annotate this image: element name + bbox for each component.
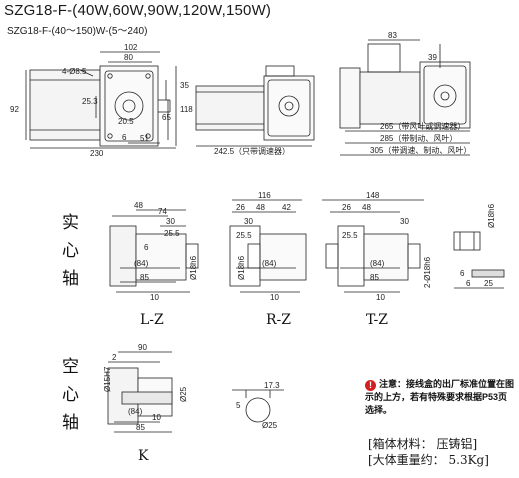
key-dim-6b: 6	[466, 279, 471, 288]
hollow-label-3: 轴	[62, 413, 79, 433]
rz-dim-42: 42	[282, 203, 291, 212]
tz-dim-84: (84)	[370, 259, 385, 268]
key-detail	[453, 231, 505, 289]
k-view	[107, 351, 173, 433]
tz-dim-48: 48	[362, 203, 371, 212]
hollow-label-1: 空	[62, 357, 79, 377]
lz-dim-84: (84)	[134, 259, 149, 268]
lz-view	[109, 209, 199, 293]
key-dim-18h6: Ø18h6	[487, 203, 496, 228]
dim-230: 230	[90, 149, 104, 158]
tz-dim-26: 26	[342, 203, 351, 212]
k-dim-90: 90	[138, 343, 147, 352]
dim-35: 35	[180, 81, 189, 90]
dim-305: 305（带调速、制动、风叶）	[370, 145, 471, 155]
tz-dim-18h6: 2-Ø18h6	[423, 256, 432, 288]
dim-242-5: 242.5（只带调速器）	[214, 147, 290, 156]
notice-box: !注意：接线盒的出厂标准位置在图示的上方，若有特殊要求根据P53页选择。	[365, 378, 515, 417]
rz-dim-48: 48	[256, 203, 265, 212]
lz-dim-85: 85	[140, 273, 149, 282]
k-hole-detail	[232, 389, 284, 423]
solid-label-1: 实	[62, 213, 79, 233]
rz-label: R-Z	[266, 312, 291, 328]
k-dim-10: 10	[152, 413, 161, 422]
dim-6: 6	[122, 133, 127, 142]
material-spec: [箱体材料： 压铸铝]	[368, 437, 478, 451]
tz-dim-85: 85	[370, 273, 379, 282]
lz-dim-48: 48	[134, 201, 143, 210]
dim-65: 65	[162, 113, 171, 122]
k-dim-15h7: Ø15H7	[103, 366, 112, 392]
motor-body	[29, 69, 101, 141]
dim-51: 51	[140, 134, 149, 143]
page-subtitle: SZG18-F-(40～150)W-(5～240)	[7, 26, 148, 37]
dim-102: 102	[124, 43, 138, 52]
weight-spec: [大体重量约： 5.3Kg]	[368, 453, 489, 467]
tz-view	[322, 199, 424, 293]
k-dim-17-3: 17.3	[264, 381, 280, 390]
top-left-motor-view	[25, 51, 177, 149]
dimension-labels: 102 80 4-Ø8.5 92 35 118 25.3 65 20.5 6 5…	[10, 31, 496, 432]
dim-39: 39	[428, 53, 437, 62]
k-label: K	[138, 448, 149, 464]
page-title: SZG18-F-(40W,60W,90W,120W,150W)	[4, 2, 272, 19]
rz-dim-26: 26	[236, 203, 245, 212]
lz-label: L-Z	[140, 312, 164, 328]
rz-dim-10: 10	[270, 293, 279, 302]
lz-dim-10: 10	[150, 293, 159, 302]
dim-285: 285（带制动、风叶）	[380, 133, 457, 143]
k-dim-25: Ø25	[179, 386, 188, 402]
dim-118: 118	[180, 105, 193, 114]
k-dim-85: 85	[136, 423, 145, 432]
tz-label: T-Z	[366, 312, 388, 328]
gearbox-flange	[99, 65, 159, 147]
lz-dim-6: 6	[144, 243, 149, 252]
top-middle-motor-view	[195, 65, 315, 147]
dim-20-5: 20.5	[118, 117, 134, 126]
dim-25-3: 25.3	[82, 97, 98, 106]
tz-dim-10: 10	[376, 293, 385, 302]
dim-holes: 4-Ø8.5	[62, 67, 87, 76]
k-dim-84: (84)	[128, 407, 143, 416]
rz-view	[229, 199, 307, 293]
k-dim-hole: Ø25	[262, 421, 278, 430]
dim-92: 92	[10, 105, 19, 114]
tz-dim-30: 30	[400, 217, 409, 226]
lz-dim-25-5: 25.5	[164, 229, 180, 238]
key-dim-25: 25	[484, 279, 493, 288]
rz-dim-84: (84)	[262, 259, 277, 268]
lz-dim-74: 74	[158, 207, 167, 216]
key-dim-6: 6	[460, 269, 465, 278]
hollow-label-2: 心	[62, 385, 79, 405]
top-right-motor-view	[339, 39, 471, 156]
rz-dim-18h6: Ø18h6	[237, 255, 246, 280]
lz-dim-30: 30	[166, 217, 175, 226]
rz-dim-25-5: 25.5	[236, 231, 252, 240]
solid-label-2: 心	[62, 241, 79, 261]
dim-80: 80	[124, 53, 133, 62]
dim-83: 83	[388, 31, 397, 40]
rz-dim-30: 30	[244, 217, 253, 226]
k-dim-2: 2	[112, 353, 117, 362]
k-dim-5: 5	[236, 401, 241, 410]
notice-text: 注意：接线盒的出厂标准位置在图示的上方，若有特殊要求根据P53页选择。	[365, 379, 515, 415]
dim-265: 265（带风叶或调速器）	[380, 121, 465, 131]
tz-dim-25-5: 25.5	[342, 231, 358, 240]
solid-label-3: 轴	[62, 269, 79, 289]
lz-dim-18h6: Ø18h6	[189, 255, 198, 280]
tz-dim-148: 148	[366, 191, 380, 200]
warning-icon: !	[365, 380, 376, 391]
rz-dim-116: 116	[258, 191, 271, 200]
